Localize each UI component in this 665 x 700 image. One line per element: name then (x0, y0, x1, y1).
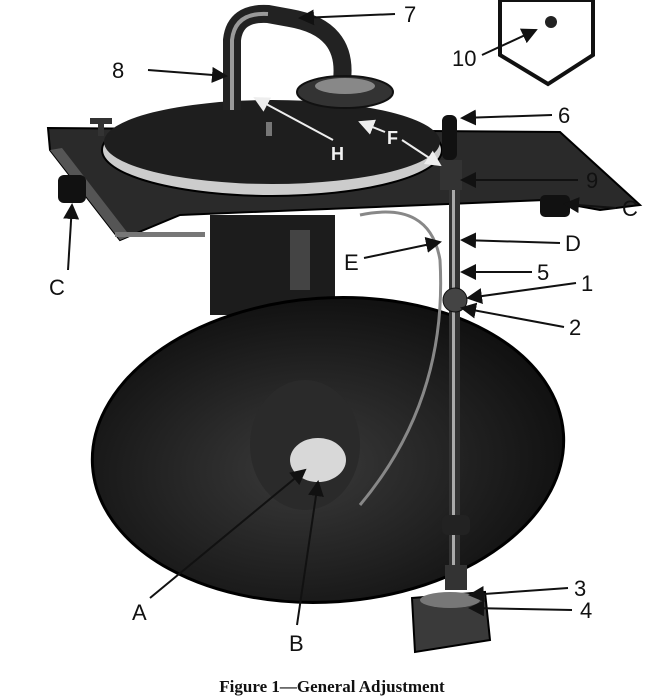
label-9: 9 (586, 168, 598, 193)
label-f: F (387, 128, 398, 148)
label-a: A (132, 600, 147, 625)
label-d: D (565, 231, 581, 256)
label-1: 1 (581, 271, 593, 296)
label-5: 5 (537, 260, 549, 285)
label-e: E (344, 250, 359, 275)
label-b: B (289, 631, 304, 656)
label-2: 2 (569, 315, 581, 340)
label-h: H (331, 144, 344, 164)
lever-handle (442, 115, 457, 160)
label-7: 7 (404, 2, 416, 27)
label-6: 6 (558, 103, 570, 128)
label-3: 3 (574, 576, 586, 601)
turntable (104, 100, 440, 184)
escutcheon-plate (498, 0, 595, 87)
label-10: 10 (452, 46, 476, 71)
label-4: 4 (580, 598, 592, 623)
figure-caption: Figure 1—General Adjustment (219, 677, 445, 696)
label-8: 8 (112, 58, 124, 83)
label-c-right: C (622, 196, 638, 221)
escutcheon-screw (545, 16, 557, 28)
label-c-left: C (49, 275, 65, 300)
